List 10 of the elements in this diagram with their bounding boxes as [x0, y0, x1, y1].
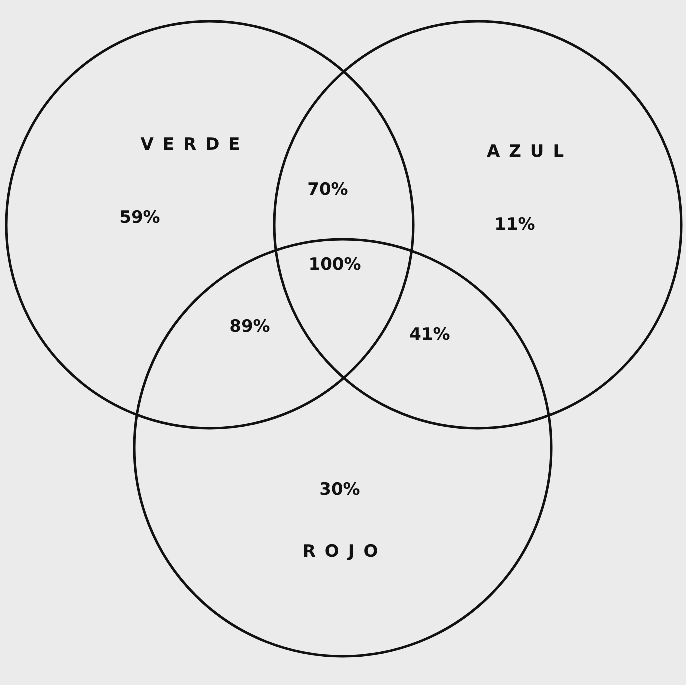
- percentage-label: 100%: [308, 255, 362, 275]
- percentage-label: 59%: [120, 208, 160, 228]
- percentage-label: 70%: [308, 180, 348, 200]
- set-label: AZUL: [486, 142, 574, 162]
- percentage-label: 30%: [320, 480, 360, 500]
- percentage-label: 11%: [494, 215, 536, 235]
- set-label: ROJO: [302, 542, 388, 562]
- percentage-label: 89%: [230, 317, 270, 337]
- percentage-label: 41%: [410, 325, 450, 345]
- set-label: VERDE: [140, 135, 250, 155]
